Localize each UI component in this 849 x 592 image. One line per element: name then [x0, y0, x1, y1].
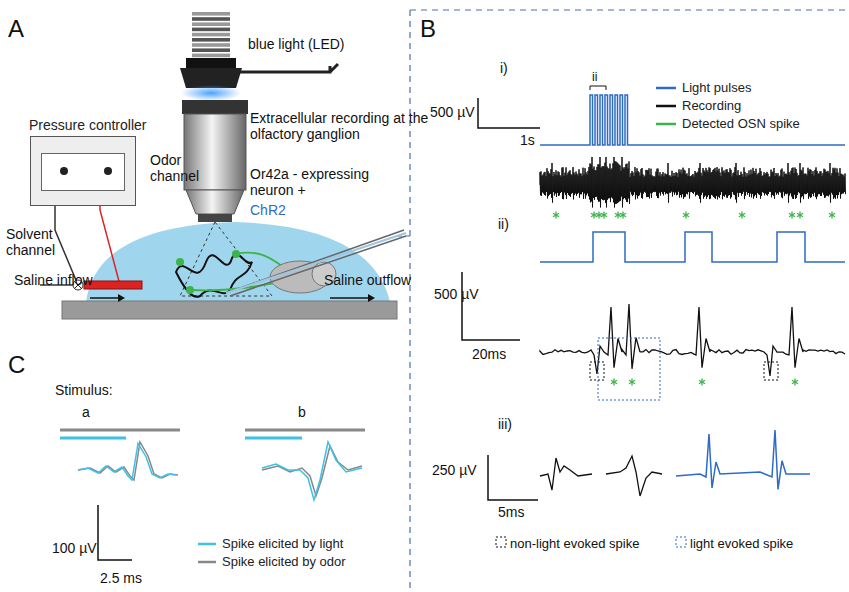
annotation-label: 20ms: [472, 346, 506, 362]
controller-panel: [41, 153, 125, 191]
legend-text: Light pulses: [682, 80, 751, 96]
annotation-label: non-light evoked spike: [510, 536, 639, 551]
legend-text: Spike elicited by light: [222, 536, 343, 552]
annotation-label: 500 µV: [434, 286, 479, 302]
annotation-label: ii): [498, 216, 509, 232]
annotation-label: 100 µV: [52, 540, 97, 556]
annotation-label: 500 µV: [430, 104, 475, 120]
panel-letter: B: [420, 16, 436, 42]
panel-letter: C: [8, 352, 25, 378]
legend-text: Detected OSN spike: [682, 116, 800, 132]
controller-box: Pressure controller: [30, 136, 136, 206]
annotation-label: blue light (LED): [248, 36, 345, 52]
annotation-label: b: [298, 404, 306, 420]
annotation-label: Saline inflow: [14, 272, 93, 288]
annotation-label: ChR2: [250, 202, 286, 218]
annotation-label: Stimulus:: [55, 382, 113, 398]
annotation-label: 5ms: [498, 504, 524, 520]
annotation-label: 250 µV: [432, 462, 477, 478]
annotation-label: a: [82, 404, 90, 420]
annotation-label: Saline outflow: [324, 272, 411, 288]
annotation-label: iii): [498, 416, 512, 432]
annotation-label: Odor channel: [150, 152, 210, 184]
panel-letter: A: [8, 16, 24, 42]
port-dot: [104, 167, 112, 175]
annotation-label: Or42a - expressing neuron +: [250, 166, 400, 198]
annotation-label: i): [500, 60, 508, 76]
annotation-label: Extracellular recording at the olfactory…: [250, 110, 430, 142]
annotation-label: ii: [592, 70, 597, 84]
legend-text: Recording: [682, 98, 741, 114]
port-dot: [60, 167, 68, 175]
annotation-label: 1s: [520, 132, 535, 148]
annotation-label: 2.5 ms: [100, 570, 142, 586]
box-heading: Pressure controller: [29, 117, 147, 133]
annotation-label: light evoked spike: [690, 536, 793, 551]
legend-text: Spike elicited by odor: [222, 554, 346, 570]
annotation-label: Solvent channel: [6, 226, 66, 258]
